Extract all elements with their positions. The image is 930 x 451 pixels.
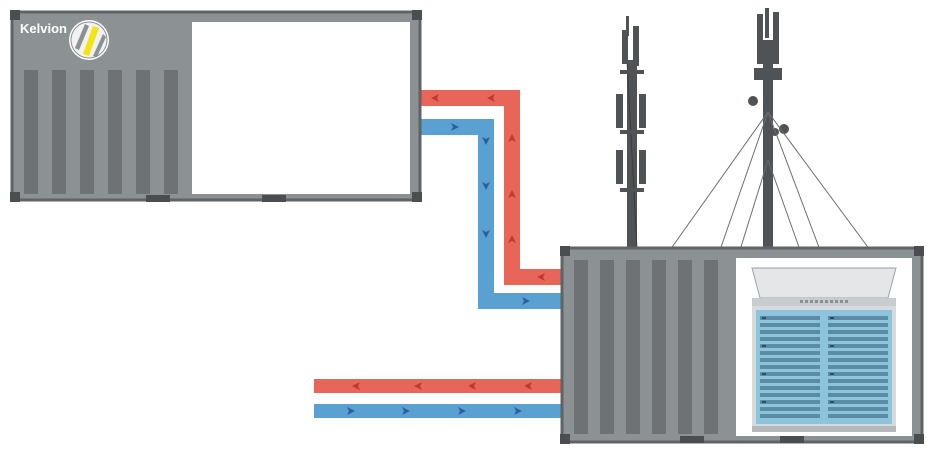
- arrow-left-icon: [524, 382, 532, 390]
- arrow-right-icon: [347, 407, 355, 415]
- pipe-loop-upper: [412, 90, 570, 309]
- kelvion-logo-icon: [69, 20, 109, 60]
- brand-name: Kelvion: [20, 21, 67, 36]
- arrow-left-icon: [487, 94, 495, 102]
- arrow-down-icon: [482, 137, 490, 145]
- datacenter-fins: [574, 260, 718, 434]
- datacenter-container: [560, 246, 924, 444]
- arrow-left-icon: [468, 382, 476, 390]
- arrow-up-icon: [508, 235, 516, 243]
- datacenter-corners: [560, 246, 924, 444]
- arrow-down-icon: [482, 182, 490, 190]
- server-blades: [760, 316, 888, 418]
- blade-indicators: [762, 317, 834, 403]
- arrow-right-icon: [458, 407, 466, 415]
- cooler-corners: [10, 10, 422, 202]
- arrow-left-icon: [537, 273, 545, 281]
- rack-status-leds: [800, 300, 848, 303]
- arrow-down-icon: [482, 230, 490, 238]
- arrow-left-icon: [431, 94, 439, 102]
- cooler-door-panel: [192, 22, 410, 194]
- server-rack-icon: [751, 267, 897, 432]
- arrow-left-icon: [352, 382, 360, 390]
- arrow-right-icon: [522, 297, 530, 305]
- cooler-fins: [24, 70, 178, 194]
- arrow-right-icon: [451, 123, 459, 131]
- arrow-up-icon: [508, 190, 516, 198]
- cell-tower-icon: [616, 16, 646, 251]
- flow-arrows: [347, 94, 545, 415]
- arrow-right-icon: [514, 407, 522, 415]
- arrow-right-icon: [402, 407, 410, 415]
- arrow-left-icon: [414, 382, 422, 390]
- cell-tower-icon: [669, 8, 871, 251]
- guy-wires: [669, 111, 871, 251]
- arrow-up-icon: [508, 134, 516, 142]
- cooler-container: Kelvion: [10, 10, 422, 202]
